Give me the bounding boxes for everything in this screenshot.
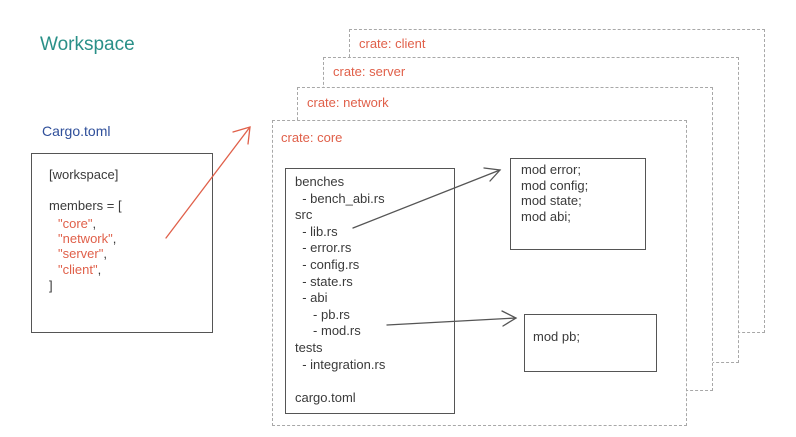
mod-declaration: mod abi;	[521, 208, 571, 224]
tree-entry: src	[295, 207, 313, 223]
mod-declaration: mod error;	[521, 162, 581, 177]
workspace-title: Workspace	[40, 34, 135, 55]
mod-declaration: mod pb;	[533, 329, 580, 344]
tree-entry: - lib.rs	[295, 223, 338, 239]
abi-mods-box: mod pb;	[524, 314, 657, 372]
tree-entry: - error.rs	[295, 240, 352, 256]
member-server-name: "server"	[58, 246, 104, 261]
member-client-name: "client"	[58, 262, 98, 277]
mod-declaration: mod config;	[521, 177, 589, 193]
tree-entry: - config.rs	[295, 257, 360, 272]
cargo-toml-label: Cargo.toml	[42, 123, 111, 139]
tree-entry: - integration.rs	[295, 356, 386, 372]
tree-entry: - pb.rs	[295, 306, 350, 322]
lib-mods-box: mod error;mod config;mod state;mod abi;	[510, 158, 646, 250]
member-core-name: "core"	[58, 216, 93, 231]
tree-entry: - mod.rs	[295, 323, 361, 339]
crate-server-label: crate: server	[333, 64, 406, 79]
crate-core-label: crate: core	[281, 130, 343, 145]
members-close: ]	[49, 278, 53, 293]
member-server: "server",	[58, 246, 107, 261]
mod-declaration: mod state;	[521, 193, 582, 208]
tree-entry: benches	[295, 174, 345, 189]
crate-client-label: crate: client	[359, 36, 426, 51]
tree-entry: - abi	[295, 290, 328, 306]
member-network-name: "network"	[58, 231, 113, 246]
tree-entry: cargo.toml	[295, 389, 356, 405]
member-client: "client",	[58, 262, 102, 277]
workspace-header: [workspace]	[49, 167, 119, 182]
member-core: "core",	[58, 216, 97, 231]
cargo-toml-box: [workspace] members = [ "core", "network…	[31, 153, 213, 333]
tree-entry: - bench_abi.rs	[295, 190, 385, 206]
member-network: "network",	[58, 231, 117, 246]
crate-network-label: crate: network	[307, 95, 389, 110]
members-open: members = [	[49, 198, 122, 213]
tree-entry: tests	[295, 340, 323, 355]
tree-entry: - state.rs	[295, 273, 353, 289]
